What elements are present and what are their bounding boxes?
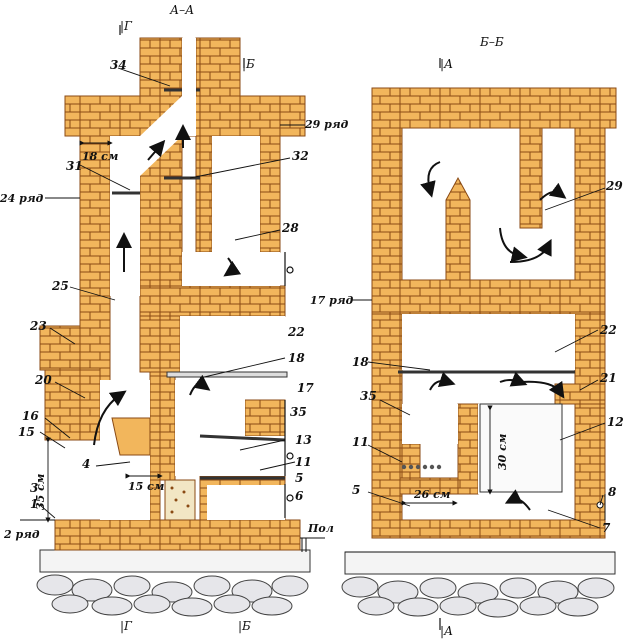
label-15: 15 [18,425,35,439]
label-17: 17 [297,381,314,395]
foundation-slab-right [344,551,616,575]
door-handle-right [596,494,606,520]
section-title-a-a: А–А [169,3,194,17]
ash-dots [170,486,190,514]
dim-35cm: 35 см [34,474,47,510]
label-r-12: 12 [607,415,624,429]
section-title-b-b: Б–Б [479,35,504,49]
leader-lines-right [352,187,606,529]
label-r-17-row: 17 ряд [310,294,354,307]
labels-left: 34 29 ряд 31 32 24 ряд 28 25 23 22 20 18… [0,58,349,541]
label-6: 6 [295,489,304,503]
dim-30cm: 30 см [496,434,509,470]
label-11: 11 [295,455,312,469]
section-b-b [341,58,617,630]
label-r-11: 11 [352,435,369,449]
label-2-row: 2 ряд [3,528,40,541]
brick-masonry-right [371,87,617,539]
label-20: 20 [34,373,52,387]
marker-b-bottom: |Б [238,619,251,633]
cavities-left [100,136,285,520]
ash-pit-infill [164,479,196,521]
dimension-labels: 18 см 35 см 15 см 30 см 26 см [34,150,509,510]
dim-18cm: 18 см [82,150,118,163]
door-handles-left [284,252,294,518]
label-34: 34 [110,58,127,72]
section-a-a [20,25,325,617]
marker-g-bottom: |Г [120,619,133,633]
foundation-stones-right [341,576,615,618]
label-18: 18 [288,351,305,365]
label-13: 13 [295,433,312,447]
label-r-22: 22 [599,323,617,337]
label-1: 1 [30,497,38,511]
dim-26cm: 26 см [413,488,450,501]
label-28: 28 [281,221,299,235]
label-r-29: 29 [605,179,623,193]
label-25: 25 [51,279,69,293]
flow-arrows-left [93,124,242,446]
dim-15cm: 15 см [128,480,164,493]
foundation-slab [39,549,311,573]
label-16: 16 [22,409,39,423]
brick-masonry-left [39,37,306,551]
labels-right: 29 17 ряд 22 18 21 35 12 11 5 8 7 [310,179,624,535]
label-35: 35 [290,405,307,419]
label-r-5: 5 [352,483,360,497]
label-31: 31 [66,159,83,173]
marker-g-top: |Г [120,19,133,33]
foundation-stones [36,574,309,617]
label-3: 3 [30,481,38,495]
section-titles: А–А Б–Б |Г |Б |А |Г |Б |А [120,3,504,638]
label-r-18: 18 [352,355,369,369]
firebox-door [479,403,563,493]
leader-lines-left [39,67,305,519]
label-r-8: 8 [608,485,617,499]
marker-a-bottom: |А [440,624,453,638]
label-29-row: 29 ряд [304,118,349,131]
label-floor: Пол [307,522,334,535]
dimension-lines-left [45,140,163,523]
label-32: 32 [292,149,309,163]
hob-plate [166,371,288,378]
label-23: 23 [29,319,47,333]
grate-bars [401,464,442,470]
marker-a-top: |А [440,57,453,71]
flow-arrows-right [420,161,567,511]
label-22: 22 [287,325,305,339]
label-r-35: 35 [360,389,377,403]
label-r-21: 21 [599,371,617,385]
label-r-7: 7 [602,521,611,535]
dimension-lines-right [401,405,493,506]
marker-b-top: |Б [242,57,255,71]
label-24-row: 24 ряд [0,192,44,205]
label-4: 4 [82,457,90,471]
label-5: 5 [295,471,303,485]
section-markers-left [119,25,245,68]
